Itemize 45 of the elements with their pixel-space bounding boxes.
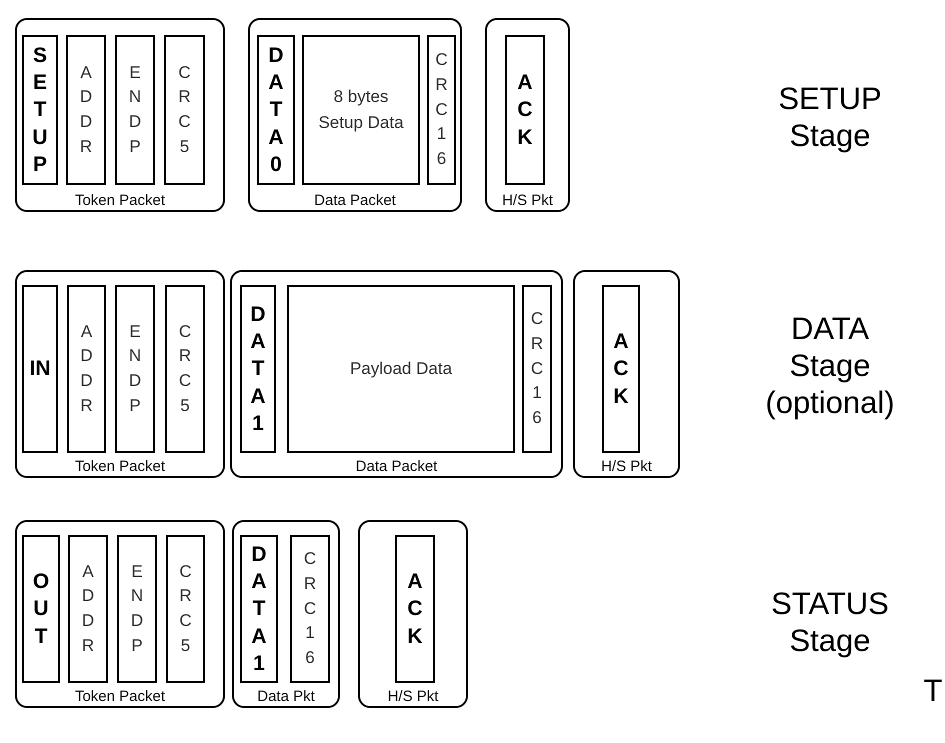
packet-caption: H/S Pkt [386, 688, 440, 705]
stage-label: STATUS Stage [770, 585, 890, 660]
packet-caption: H/S Pkt [600, 458, 653, 475]
stage-label: T [922, 672, 944, 710]
packet-field: CRC5 [165, 285, 205, 453]
packet-caption: H/S Pkt [501, 192, 554, 209]
packet-frame [573, 270, 680, 478]
stage-label: DATA Stage (optional) [764, 310, 896, 422]
packet-caption: Token Packet [74, 458, 166, 475]
packet-frame [15, 18, 225, 212]
packet-field: 8 bytes Setup Data [302, 35, 420, 185]
packet-field: CRC5 [164, 35, 205, 185]
packet-field: SETUP [22, 35, 58, 185]
packet-caption: Data Packet [354, 458, 438, 475]
packet-frame [358, 520, 468, 708]
packet-field: ADDR [66, 35, 106, 185]
packet-field: DATA1 [240, 285, 276, 453]
packet-caption: Data Pkt [256, 688, 316, 705]
packet-field: ADDR [68, 535, 108, 683]
stage-label: SETUP Stage [777, 80, 883, 154]
packet-field: CRC5 [166, 535, 205, 683]
packet-frame [232, 520, 340, 708]
packet-frame [15, 270, 225, 478]
packet-frame [230, 270, 563, 478]
packet-field: ENDP [115, 285, 155, 453]
packet-field: CRC16 [427, 35, 456, 185]
packet-field: OUT [22, 535, 60, 683]
packet-caption: Token Packet [74, 688, 166, 705]
packet-field: ACK [505, 35, 545, 185]
packet-field: ADDR [67, 285, 106, 453]
packet-frame [248, 18, 462, 212]
packet-field: IN [22, 285, 58, 453]
packet-field: ACK [395, 535, 435, 683]
packet-field: ENDP [115, 35, 155, 185]
packet-field: CRC16 [522, 285, 552, 453]
packet-field: DATA0 [257, 35, 295, 185]
packet-frame [15, 520, 225, 708]
packet-field: CRC16 [290, 535, 330, 683]
packet-field: ENDP [117, 535, 157, 683]
packet-caption: Token Packet [74, 192, 166, 209]
packet-caption: Data Packet [313, 192, 397, 209]
packet-field: ACK [602, 285, 640, 453]
packet-field: DATA1 [240, 535, 278, 683]
packet-frame [485, 18, 570, 212]
packet-field: Payload Data [287, 285, 515, 453]
